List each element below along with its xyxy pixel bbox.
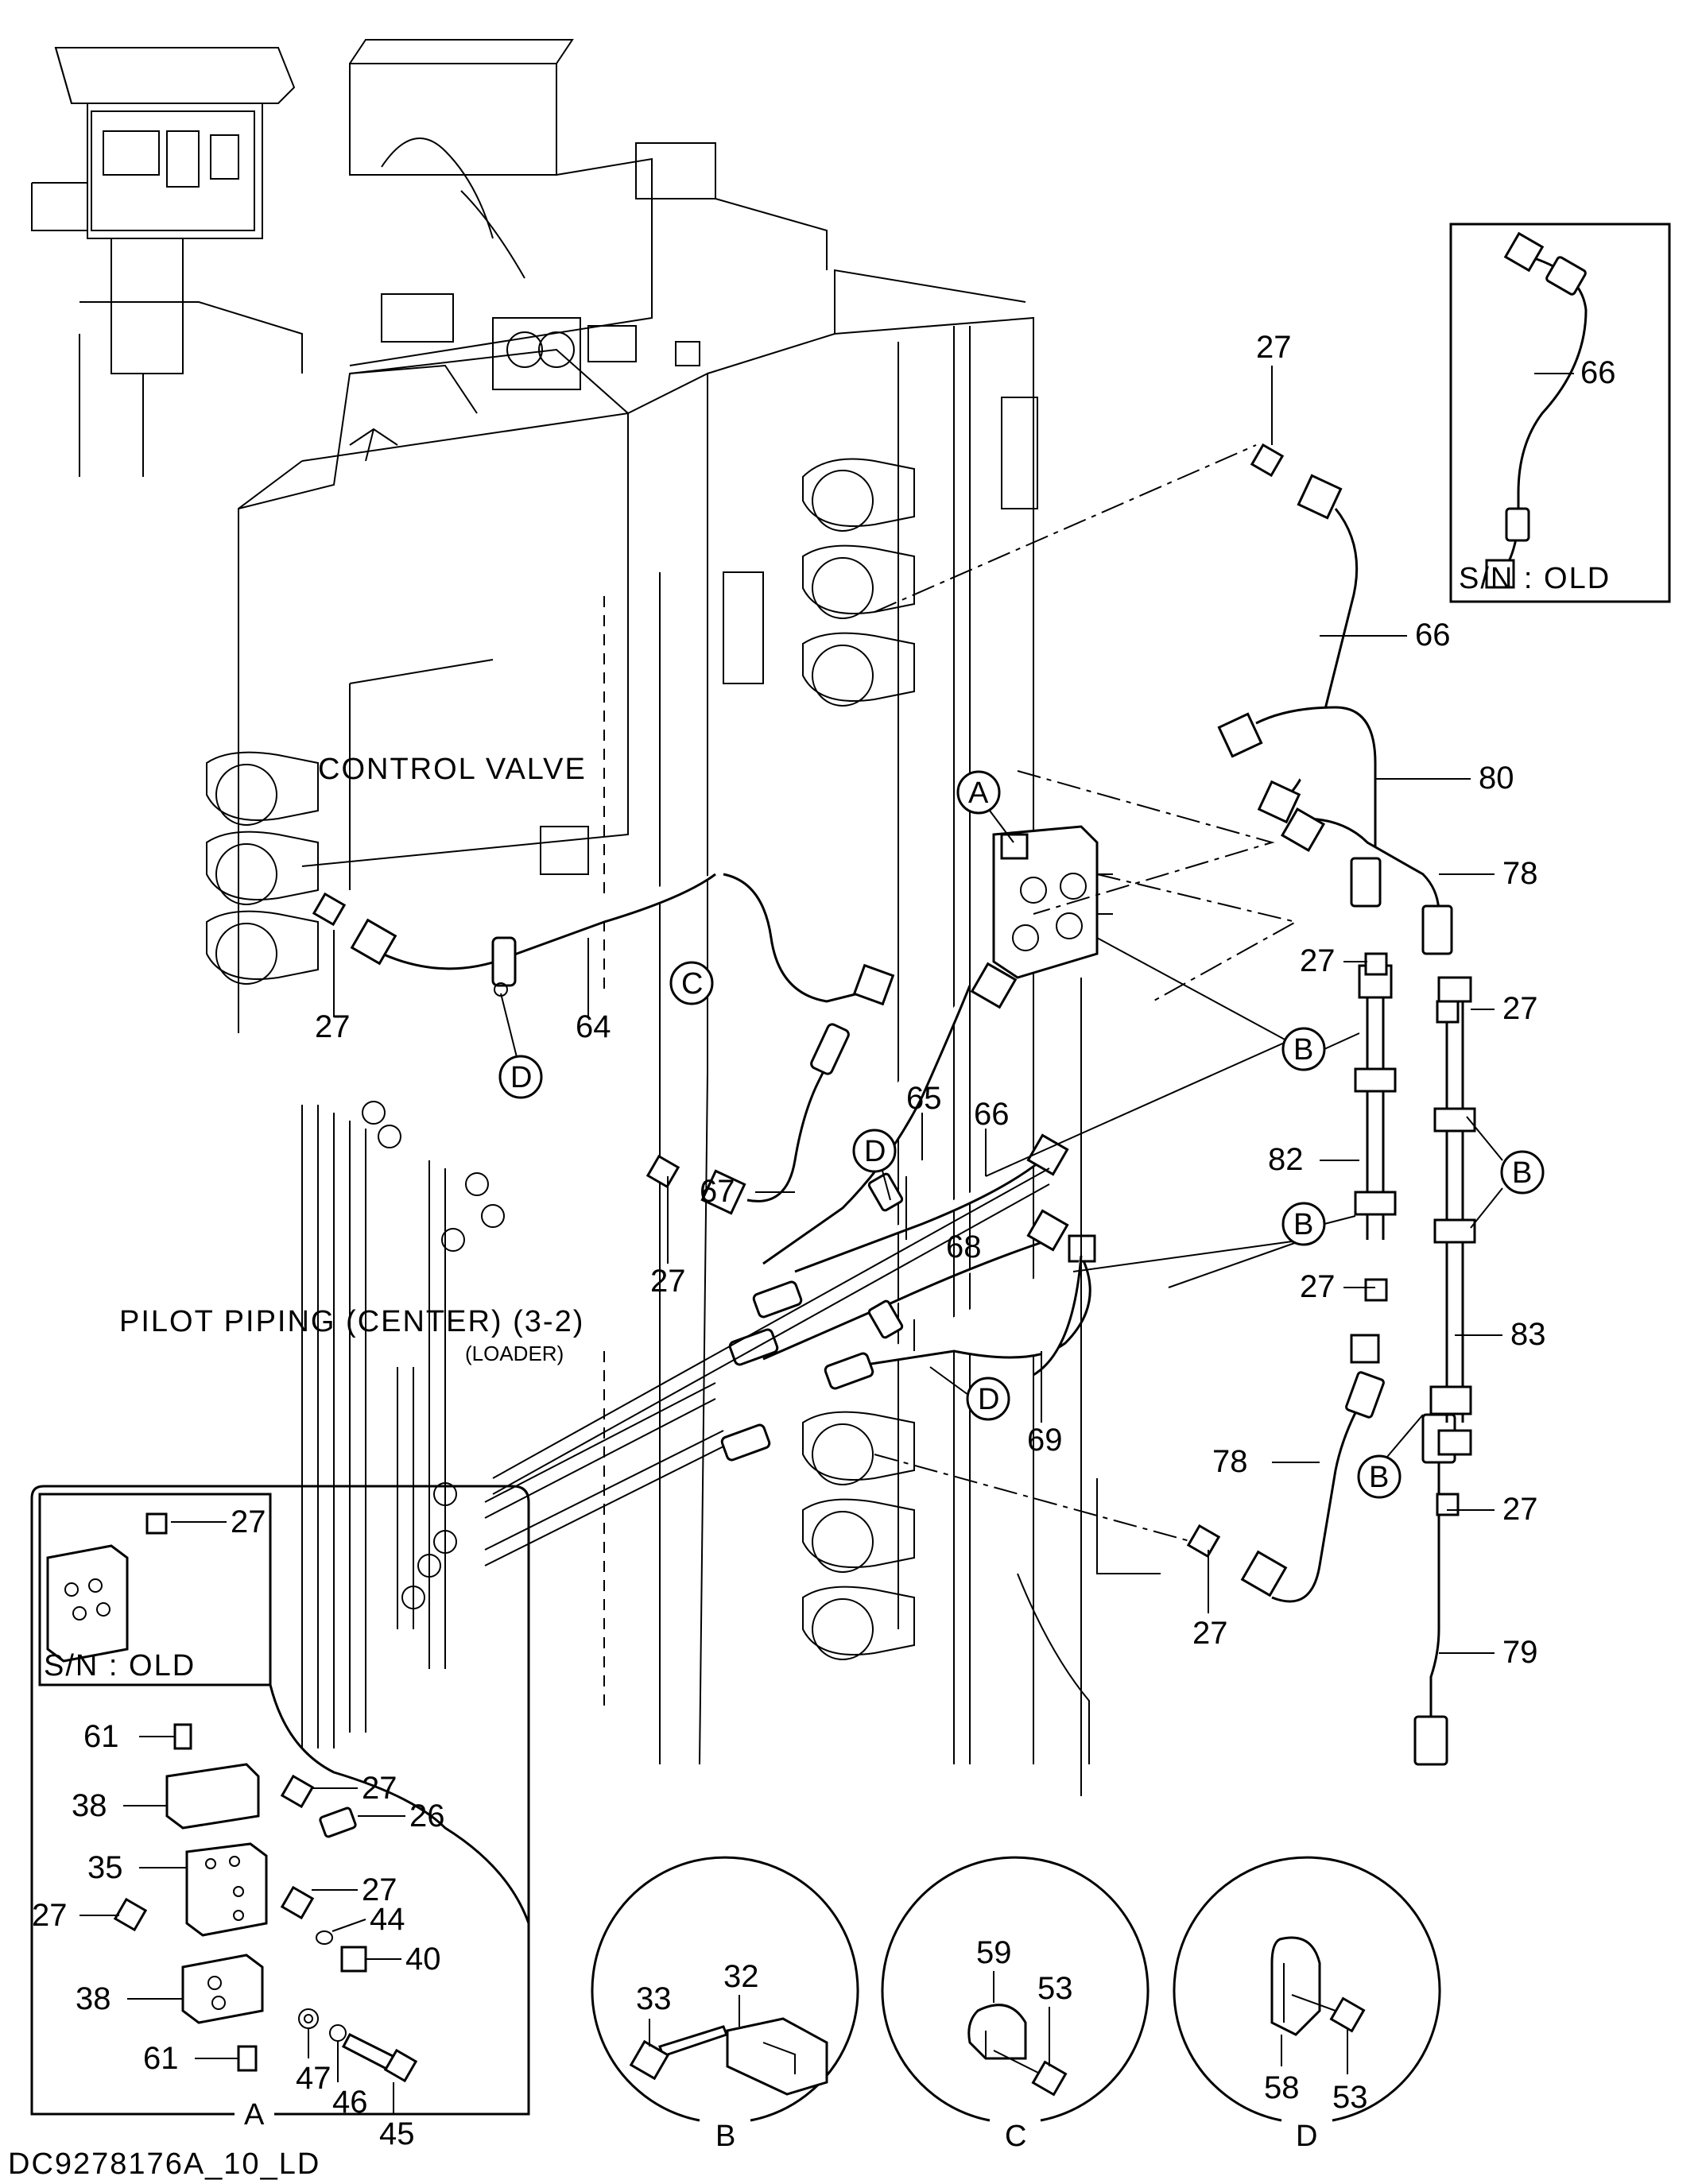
detail-a-part-44: 44 <box>370 1902 405 1937</box>
pipe-83 <box>1429 976 1476 1456</box>
callout-d-1: D <box>510 1061 532 1094</box>
callout-d-3: D <box>978 1383 999 1416</box>
detail-a-part-27-b: 27 <box>362 1872 397 1907</box>
control-valve-housing <box>206 269 1090 1765</box>
part-65: 65 <box>906 1081 942 1116</box>
detail-a-part-38-bottom: 38 <box>76 1981 111 2016</box>
pipe-67 <box>700 873 895 1215</box>
pipe-65-66-68 <box>720 962 1096 1462</box>
detail-c-part-59: 59 <box>976 1935 1012 1970</box>
pipe-69 <box>1033 1255 1083 1377</box>
part-27-top: 27 <box>1256 330 1292 365</box>
pipe-79 <box>1413 1413 1456 1766</box>
detail-a-part-27-a: 27 <box>362 1771 397 1806</box>
detail-a: 27 S/N : OLD 61 38 27 26 35 27 27 44 40 <box>30 1485 530 2151</box>
part-67: 67 <box>700 1174 735 1209</box>
inset-top-part-66: 66 <box>1580 355 1616 390</box>
pilot-piping-bundle <box>301 1101 505 1748</box>
callouts-main: A C D D D B B B B <box>498 770 1545 1499</box>
detail-a-part-27-c: 27 <box>32 1898 68 1933</box>
valve-spool-lower <box>802 1411 915 1660</box>
detail-c-title: C <box>1005 2120 1026 2153</box>
inset-top-sn-old: S/N : OLD <box>1459 562 1611 595</box>
detail-a-part-35: 35 <box>87 1850 123 1885</box>
callout-b-4: B <box>1369 1461 1389 1494</box>
part-69: 69 <box>1027 1423 1063 1458</box>
part-27-left: 27 <box>315 1009 351 1044</box>
callout-d-2: D <box>864 1135 886 1168</box>
pipe-78-upper <box>1280 807 1453 955</box>
detail-a-title: A <box>244 2098 265 2132</box>
detail-c-part-53: 53 <box>1037 1971 1073 2006</box>
pilot-block-a <box>992 825 1113 1796</box>
control-valve-label: CONTROL VALVE <box>318 753 587 786</box>
detail-a-sn-old: S/N : OLD <box>44 1649 196 1683</box>
detail-c: 59 53 C <box>881 1856 1150 2153</box>
part-27-mid-right: 27 <box>1502 991 1538 1026</box>
drawing-id: DC9278176A_10_LD <box>8 2147 320 2181</box>
part-64: 64 <box>576 1009 611 1044</box>
projection-lines <box>874 444 1305 1574</box>
detail-b-title: B <box>715 2120 735 2153</box>
detail-a-part-46: 46 <box>332 2085 368 2120</box>
fittings-27 <box>312 443 1460 1559</box>
callout-a: A <box>968 776 989 810</box>
part-numbers-main: 27 66 80 78 27 27 27 64 67 65 66 68 27 6… <box>315 330 1546 1670</box>
pipe-long-runs <box>484 1168 1050 1566</box>
detail-d-part-58: 58 <box>1264 2070 1300 2105</box>
part-27-lower-left: 27 <box>1300 1269 1336 1304</box>
part-78-lower: 78 <box>1212 1444 1248 1479</box>
part-68: 68 <box>946 1229 982 1264</box>
detail-d: 58 53 D <box>1173 1856 1441 2153</box>
detail-a-inset-27: 27 <box>231 1504 266 1539</box>
machine-background <box>31 39 828 477</box>
part-79: 79 <box>1502 1635 1538 1670</box>
callout-c: C <box>681 967 703 1001</box>
detail-d-title: D <box>1296 2120 1317 2153</box>
callout-b-1: B <box>1293 1033 1313 1067</box>
detail-a-part-38-top: 38 <box>72 1788 107 1823</box>
detail-a-part-61-top: 61 <box>83 1719 119 1754</box>
part-66-lower: 66 <box>974 1097 1010 1132</box>
part-66-main: 66 <box>1415 618 1451 652</box>
detail-b: 33 32 B <box>591 1856 859 2153</box>
pilot-piping-label: PILOT PIPING (CENTER) (3-2) <box>119 1305 584 1338</box>
pilot-piping-sublabel: (LOADER) <box>465 1342 564 1365</box>
pipe-64 <box>350 873 716 997</box>
callout-b-2: B <box>1293 1208 1313 1241</box>
detail-a-part-40: 40 <box>405 1942 441 1977</box>
detail-b-part-33: 33 <box>636 1981 672 2016</box>
detail-d-part-53: 53 <box>1332 2080 1368 2115</box>
pipe-78-lower <box>1240 1334 1385 1603</box>
part-27-lower-right: 27 <box>1502 1492 1538 1527</box>
leaders <box>333 366 1502 1654</box>
inset-sn-old-top: 66 S/N : OLD <box>1449 223 1671 603</box>
detail-b-part-32: 32 <box>723 1959 759 1994</box>
detail-a-part-26: 26 <box>409 1799 445 1834</box>
part-78-upper: 78 <box>1502 856 1538 891</box>
detail-a-part-45: 45 <box>379 2116 415 2151</box>
part-27-center: 27 <box>650 1264 686 1299</box>
part-27-bottom: 27 <box>1192 1616 1228 1651</box>
callout-b-3: B <box>1512 1156 1532 1190</box>
part-27-mid-left: 27 <box>1300 943 1336 978</box>
pipe-82 <box>1354 964 1397 1240</box>
valve-spool-upper <box>802 458 915 707</box>
valve-spool-left <box>206 751 319 985</box>
part-80: 80 <box>1479 761 1514 796</box>
detail-a-part-61-bottom: 61 <box>143 2041 179 2076</box>
part-82: 82 <box>1268 1142 1304 1177</box>
detail-a-part-47: 47 <box>296 2061 331 2096</box>
part-83: 83 <box>1510 1317 1546 1352</box>
